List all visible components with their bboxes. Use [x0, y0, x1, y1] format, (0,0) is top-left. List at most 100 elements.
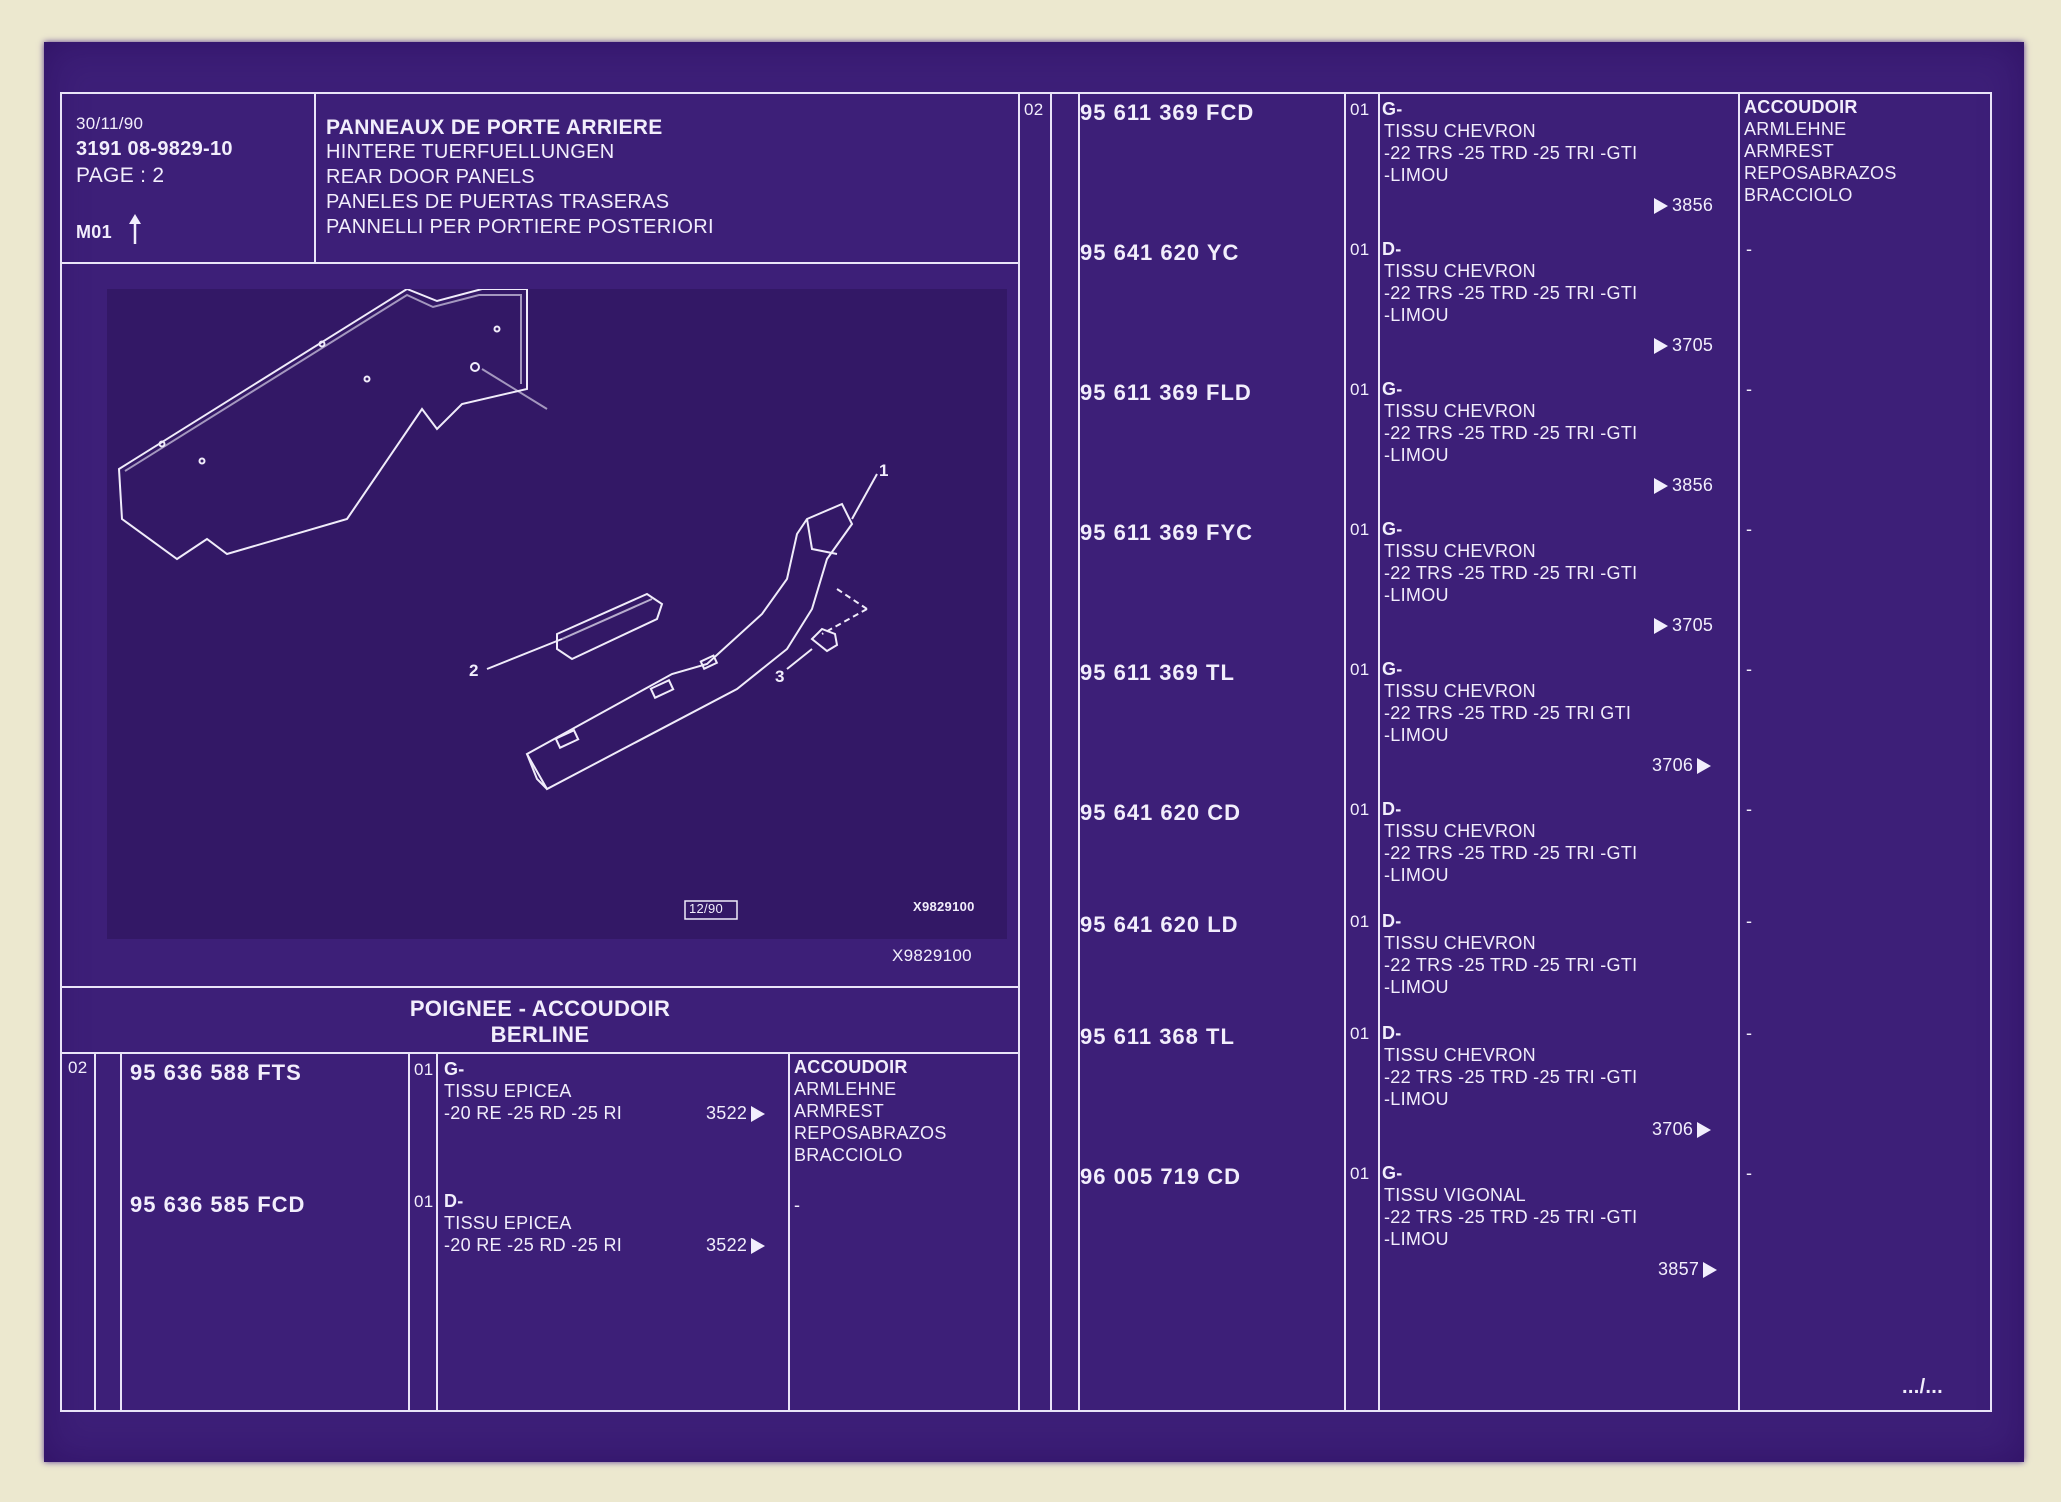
part-qty: 01 — [1350, 1024, 1370, 1043]
revision-stamp-box — [684, 900, 738, 920]
part-side: G- — [1382, 1163, 1403, 1183]
header-bottom-rule — [62, 262, 1018, 264]
left-group: 02 — [68, 1058, 88, 1077]
part-line2: -20 RE -25 RD -25 RI — [444, 1235, 623, 1255]
part-ref: 95 611 369 FLD — [1080, 380, 1252, 405]
designation-dash: - — [1746, 1163, 1753, 1183]
part-line2: -22 TRS -25 TRD -25 TRI GTI — [1384, 703, 1632, 723]
part-side: D- — [1382, 799, 1402, 819]
title-en: REAR DOOR PANELS — [326, 166, 535, 188]
designation-de: ARMLEHNE — [794, 1079, 897, 1099]
right-col-rule-1 — [1050, 94, 1052, 1410]
part-ref: 95 641 620 YC — [1080, 240, 1240, 265]
part-note: 3705 — [1650, 614, 1713, 636]
part-line2: -22 TRS -25 TRD -25 TRI -GTI — [1384, 955, 1638, 975]
designation-es: REPOSABRAZOS — [1744, 163, 1897, 183]
triangle-right-icon — [1654, 618, 1668, 635]
part-line1: TISSU CHEVRON — [1384, 681, 1536, 701]
part-line2: -20 RE -25 RD -25 RI — [444, 1103, 623, 1123]
part-line1: TISSU CHEVRON — [1384, 401, 1536, 421]
designation-it: BRACCIOLO — [794, 1145, 903, 1165]
designation-en: ARMREST — [1744, 141, 1835, 161]
right-col-rule-3 — [1344, 94, 1346, 1410]
part-line3: -LIMOU — [1384, 445, 1449, 465]
title-it: PANNELLI PER PORTIERE POSTERIORI — [326, 216, 714, 238]
designation-de: ARMLEHNE — [1744, 119, 1847, 139]
designation-dash: - — [1746, 659, 1753, 679]
triangle-right-icon — [1654, 198, 1668, 215]
callout-2: 2 — [469, 661, 479, 680]
left-col-rule-5 — [788, 1052, 790, 1410]
part-qty: 01 — [1350, 660, 1370, 679]
armrest-body — [525, 502, 854, 791]
designation-it: BRACCIOLO — [1744, 185, 1853, 205]
part-note: 3705 — [1650, 334, 1713, 356]
designation-dash: - — [1746, 1023, 1753, 1043]
part-note: 3856 — [1650, 194, 1713, 216]
designation-fr: ACCOUDOIR — [794, 1057, 908, 1077]
exploded-view-drawing: 1 2 3 12/90 X9829100 — [107, 287, 1007, 939]
part-side: D- — [1382, 239, 1402, 259]
designation-dash: - — [1746, 911, 1753, 931]
designation-dash: - — [1746, 799, 1753, 819]
note-number: 3705 — [1672, 335, 1714, 355]
part-line3: -LIMOU — [1384, 585, 1449, 605]
designation-dash: - — [1746, 379, 1753, 399]
right-col-rule-4 — [1378, 94, 1380, 1410]
part-line1: TISSU CHEVRON — [1384, 261, 1536, 281]
header-date: 30/11/90 — [76, 114, 144, 133]
part-side: G- — [1382, 99, 1403, 119]
triangle-right-icon — [1654, 338, 1668, 355]
header-page: PAGE : 2 — [76, 164, 165, 187]
door-panel-outline — [117, 287, 528, 561]
section-title: POIGNEE - ACCOUDOIR — [409, 996, 671, 1021]
designation-es: REPOSABRAZOS — [794, 1123, 947, 1143]
part-note: 3706 — [1652, 1118, 1715, 1140]
section-subtitle: BERLINE — [490, 1022, 590, 1047]
door-panel-armrest-illustration — [117, 287, 878, 920]
note-number: 3705 — [1672, 615, 1714, 635]
part-line2: -22 TRS -25 TRD -25 TRI -GTI — [1384, 143, 1638, 163]
header-ref: 3191 08-9829-10 — [76, 138, 233, 160]
note-number: 3856 — [1672, 195, 1714, 215]
header-marker: M01 — [76, 222, 112, 242]
part-ref: 95 611 369 TL — [1080, 660, 1235, 685]
part-line2: -22 TRS -25 TRD -25 TRI -GTI — [1384, 843, 1638, 863]
triangle-right-icon — [751, 1238, 766, 1255]
part-note: 3706 — [1652, 754, 1715, 776]
section-top-rule — [62, 986, 1018, 988]
part-line1: TISSU CHEVRON — [1384, 1045, 1536, 1065]
right-group: 02 — [1024, 100, 1044, 119]
triangle-right-icon — [1697, 758, 1712, 775]
right-col-rule-5 — [1738, 94, 1740, 1410]
part-line1: TISSU CHEVRON — [1384, 541, 1536, 561]
designation-dash: - — [1746, 239, 1753, 259]
note-number: 3856 — [1672, 475, 1714, 495]
triangle-right-icon — [1654, 478, 1668, 495]
part-line3: -LIMOU — [1384, 165, 1449, 185]
right-col-rule-2 — [1078, 94, 1080, 1410]
part-qty: 01 — [1350, 800, 1370, 819]
part-line3: -LIMOU — [1384, 725, 1449, 745]
arrow-up-icon — [129, 214, 141, 244]
drawing-code: X9829100 — [892, 946, 972, 965]
part-line1: TISSU CHEVRON — [1384, 933, 1536, 953]
part-ref: 95 611 369 FYC — [1080, 520, 1254, 545]
drawing-code-small: X9829100 — [913, 899, 975, 914]
part-ref: 96 005 719 CD — [1080, 1164, 1241, 1189]
title-fr: PANNEAUX DE PORTE ARRIERE — [326, 116, 663, 139]
title-es: PANELES DE PUERTAS TRASERAS — [326, 191, 670, 213]
part-side: G- — [1382, 659, 1403, 679]
part-ref: 95 636 588 FTS — [130, 1060, 302, 1085]
part-qty: 01 — [1350, 240, 1370, 259]
part-line2: -22 TRS -25 TRD -25 TRI -GTI — [1384, 1207, 1638, 1227]
part-line3: -LIMOU — [1384, 305, 1449, 325]
title-de: HINTERE TUERFUELLUNGEN — [326, 141, 615, 163]
left-col-rule-1 — [94, 1052, 96, 1410]
note-number: 3522 — [706, 1103, 748, 1123]
part-line3: -LIMOU — [1384, 977, 1449, 997]
part-ref: 95 641 620 LD — [1080, 912, 1239, 937]
part-line1: TISSU EPICEA — [444, 1081, 572, 1101]
part-line3: -LIMOU — [1384, 1089, 1449, 1109]
part-line1: TISSU CHEVRON — [1384, 821, 1536, 841]
